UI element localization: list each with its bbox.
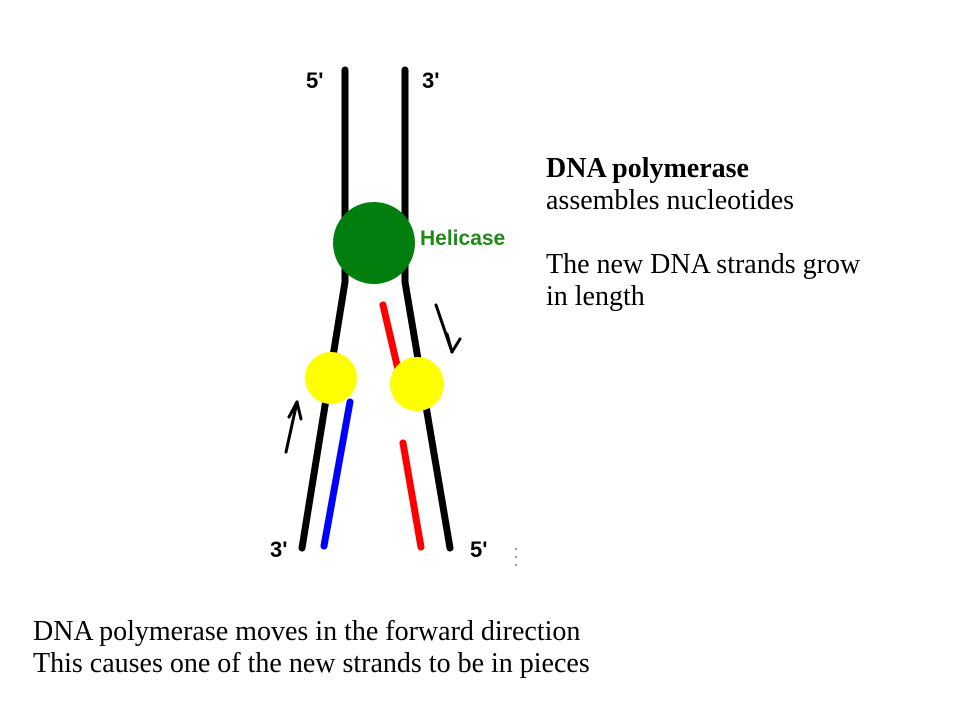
side-description: DNA polymerase assembles nucleotides The… xyxy=(546,153,946,313)
bottom-line-2: This causes one of the new strands to be… xyxy=(33,648,590,679)
lagging-fragment-lower xyxy=(399,439,425,551)
bottom-description: DNA polymerase moves in the forward dire… xyxy=(33,616,933,680)
parent-strand-left xyxy=(298,66,349,552)
side-line-2: assembles nucleotides xyxy=(546,185,795,216)
leading-strand xyxy=(320,398,354,550)
parent-strand-right xyxy=(401,66,454,552)
bottom-line-1: DNA polymerase moves in the forward dire… xyxy=(33,616,581,647)
polymerase-left xyxy=(305,352,357,404)
side-line-4: in length xyxy=(546,281,645,312)
polymerase-right xyxy=(390,357,444,411)
label-bottom-left: 3' xyxy=(270,537,287,562)
helicase-circle xyxy=(333,202,415,284)
label-bottom-right: 5' xyxy=(470,537,487,562)
side-line-3: The new DNA strands grow xyxy=(546,249,861,280)
label-top-left: 5' xyxy=(306,68,323,93)
helicase-label: Helicase xyxy=(420,227,505,250)
label-top-right: 3' xyxy=(422,68,439,93)
side-title: DNA polymerase xyxy=(546,153,749,184)
arrow-down-right xyxy=(434,303,462,354)
arrow-up-left xyxy=(284,400,303,454)
